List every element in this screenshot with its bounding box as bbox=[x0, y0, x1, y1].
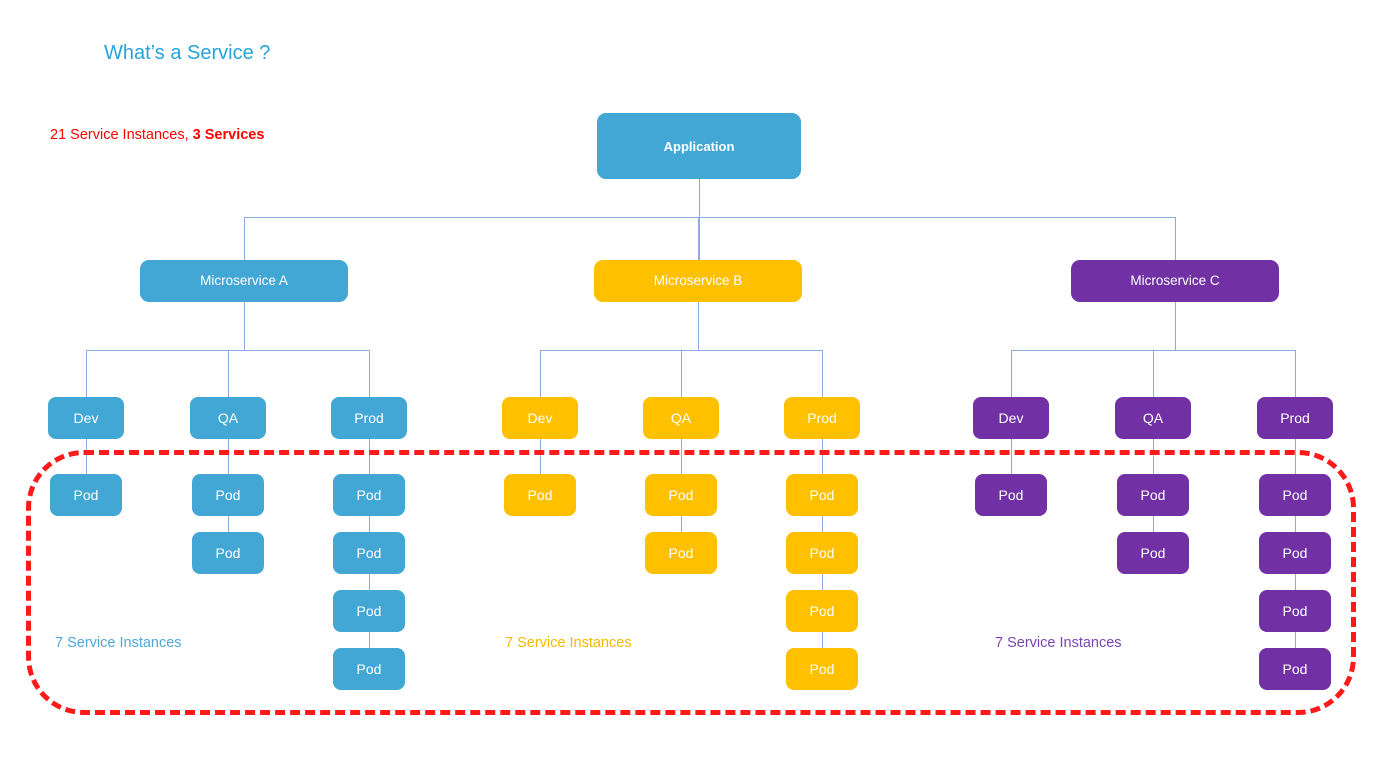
node-environment-2-1[interactable]: QA bbox=[1115, 397, 1191, 439]
node-pod-2-2-3[interactable]: Pod bbox=[1259, 648, 1331, 690]
node-microservice-2[interactable]: Microservice C bbox=[1071, 260, 1279, 302]
connector-env-drop-0-1 bbox=[228, 350, 229, 397]
node-pod-0-2-0[interactable]: Pod bbox=[333, 474, 405, 516]
connector-pod-link-2-2-1 bbox=[1295, 516, 1296, 532]
node-environment-0-2[interactable]: Prod bbox=[331, 397, 407, 439]
connector-pod-link-0-2-0 bbox=[369, 439, 370, 474]
connector-pod-link-2-1-1 bbox=[1153, 516, 1154, 532]
connector-env-drop-2-2 bbox=[1295, 350, 1296, 397]
node-environment-1-2[interactable]: Prod bbox=[784, 397, 860, 439]
page-title: What’s a Service ? bbox=[104, 42, 271, 64]
connector-env-drop-1-2 bbox=[822, 350, 823, 397]
connector-env-drop-2-0 bbox=[1011, 350, 1012, 397]
node-pod-2-0-0[interactable]: Pod bbox=[975, 474, 1047, 516]
connector-environment-bus-0 bbox=[86, 350, 369, 351]
connector-env-drop-0-0 bbox=[86, 350, 87, 397]
connector-pod-link-2-2-0 bbox=[1295, 439, 1296, 474]
connector-pod-link-0-2-2 bbox=[369, 574, 370, 590]
connector-pod-link-1-2-2 bbox=[822, 574, 823, 590]
node-microservice-1[interactable]: Microservice B bbox=[594, 260, 802, 302]
node-pod-1-2-2[interactable]: Pod bbox=[786, 590, 858, 632]
connector-microservice-trunk-2 bbox=[1175, 302, 1176, 350]
connector-env-drop-2-1 bbox=[1153, 350, 1154, 397]
connector-pod-link-2-2-2 bbox=[1295, 574, 1296, 590]
connector-branch-drop-1 bbox=[698, 217, 699, 260]
summary-label: 21 Service Instances, 3 Services bbox=[50, 127, 264, 143]
node-pod-1-2-1[interactable]: Pod bbox=[786, 532, 858, 574]
connector-pod-link-0-2-1 bbox=[369, 516, 370, 532]
connector-pod-link-1-1-1 bbox=[681, 516, 682, 532]
connector-pod-link-1-2-0 bbox=[822, 439, 823, 474]
connector-branch-drop-2 bbox=[1175, 217, 1176, 260]
summary-prefix: 21 Service Instances, bbox=[50, 127, 193, 143]
connector-branch-drop-0 bbox=[244, 217, 245, 260]
node-pod-1-0-0[interactable]: Pod bbox=[504, 474, 576, 516]
node-pod-0-2-2[interactable]: Pod bbox=[333, 590, 405, 632]
node-microservice-0[interactable]: Microservice A bbox=[140, 260, 348, 302]
connector-application-bus bbox=[244, 217, 1175, 218]
connector-application-trunk bbox=[699, 179, 700, 260]
connector-pod-link-0-0-0 bbox=[86, 439, 87, 474]
connector-pod-link-1-2-3 bbox=[822, 632, 823, 648]
node-pod-2-2-0[interactable]: Pod bbox=[1259, 474, 1331, 516]
node-pod-2-2-2[interactable]: Pod bbox=[1259, 590, 1331, 632]
connector-pod-link-2-1-0 bbox=[1153, 439, 1154, 474]
summary-bold: 3 Services bbox=[192, 127, 265, 143]
node-environment-1-0[interactable]: Dev bbox=[502, 397, 578, 439]
connector-pod-link-0-1-0 bbox=[228, 439, 229, 474]
connector-pod-link-1-2-1 bbox=[822, 516, 823, 532]
node-pod-1-1-0[interactable]: Pod bbox=[645, 474, 717, 516]
node-environment-2-2[interactable]: Prod bbox=[1257, 397, 1333, 439]
connector-microservice-trunk-0 bbox=[244, 302, 245, 350]
node-pod-2-1-1[interactable]: Pod bbox=[1117, 532, 1189, 574]
node-pod-0-0-0[interactable]: Pod bbox=[50, 474, 122, 516]
connector-env-drop-1-0 bbox=[540, 350, 541, 397]
node-pod-2-2-1[interactable]: Pod bbox=[1259, 532, 1331, 574]
connector-pod-link-2-0-0 bbox=[1011, 439, 1012, 474]
node-pod-1-1-1[interactable]: Pod bbox=[645, 532, 717, 574]
node-pod-0-1-0[interactable]: Pod bbox=[192, 474, 264, 516]
connector-pod-link-1-1-0 bbox=[681, 439, 682, 474]
caption-microservice-c: 7 Service Instances bbox=[995, 635, 1122, 651]
node-pod-0-2-1[interactable]: Pod bbox=[333, 532, 405, 574]
node-environment-0-1[interactable]: QA bbox=[190, 397, 266, 439]
connector-microservice-trunk-1 bbox=[698, 302, 699, 350]
connector-pod-link-2-2-3 bbox=[1295, 632, 1296, 648]
connector-pod-link-0-1-1 bbox=[228, 516, 229, 532]
caption-microservice-b: 7 Service Instances bbox=[505, 635, 632, 651]
connector-pod-link-0-2-3 bbox=[369, 632, 370, 648]
node-pod-1-2-3[interactable]: Pod bbox=[786, 648, 858, 690]
node-pod-1-2-0[interactable]: Pod bbox=[786, 474, 858, 516]
node-environment-0-0[interactable]: Dev bbox=[48, 397, 124, 439]
node-pod-2-1-0[interactable]: Pod bbox=[1117, 474, 1189, 516]
connector-pod-link-1-0-0 bbox=[540, 439, 541, 474]
node-pod-0-1-1[interactable]: Pod bbox=[192, 532, 264, 574]
caption-microservice-a: 7 Service Instances bbox=[55, 635, 182, 651]
node-environment-2-0[interactable]: Dev bbox=[973, 397, 1049, 439]
connector-env-drop-0-2 bbox=[369, 350, 370, 397]
node-environment-1-1[interactable]: QA bbox=[643, 397, 719, 439]
connector-env-drop-1-1 bbox=[681, 350, 682, 397]
node-application[interactable]: Application bbox=[597, 113, 801, 179]
node-pod-0-2-3[interactable]: Pod bbox=[333, 648, 405, 690]
